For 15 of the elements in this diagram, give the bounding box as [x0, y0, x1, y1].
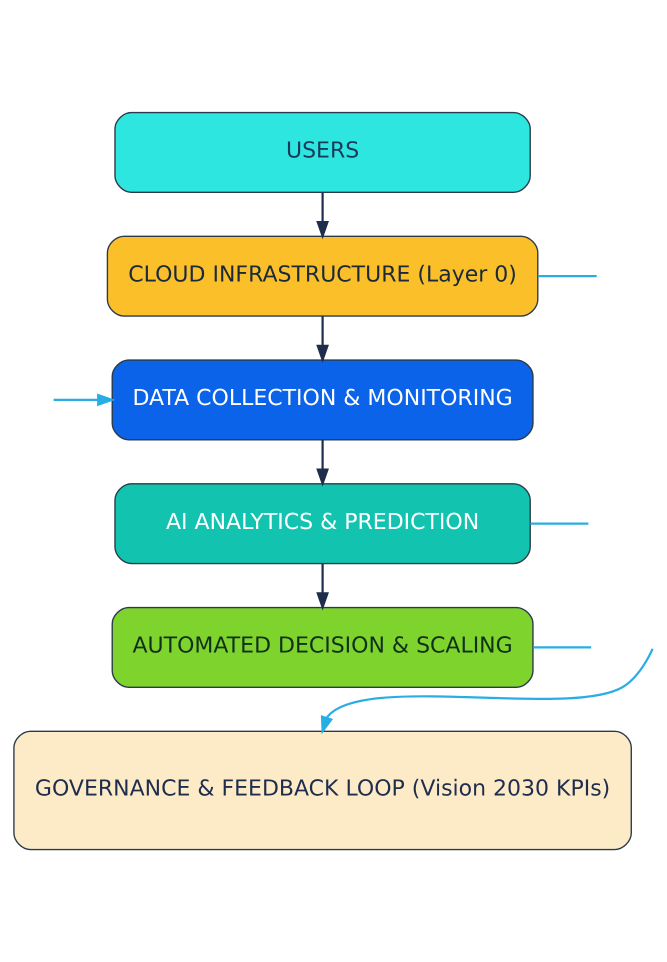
- connector: [533, 646, 592, 648]
- arrow: [316, 192, 329, 240]
- node-box: USERS: [114, 112, 531, 193]
- arrow: [320, 648, 654, 734]
- node-box: GOVERNANCE & FEEDBACK LOOP (Vision 2030 KPIs): [13, 730, 632, 850]
- arrow: [316, 564, 329, 610]
- connector: [530, 522, 588, 525]
- node-box: AI ANALYTICS & PREDICTION: [114, 483, 531, 564]
- node-box: DATA COLLECTION & MONITORING: [112, 359, 534, 440]
- node-box: AUTOMATED DECISION & SCALING: [112, 606, 534, 688]
- arrow: [316, 316, 329, 363]
- node-box: CLOUD INFRASTRUCTURE (Layer 0): [106, 236, 538, 317]
- arrow: [316, 440, 329, 487]
- connector: [538, 275, 597, 278]
- arrow: [54, 394, 116, 406]
